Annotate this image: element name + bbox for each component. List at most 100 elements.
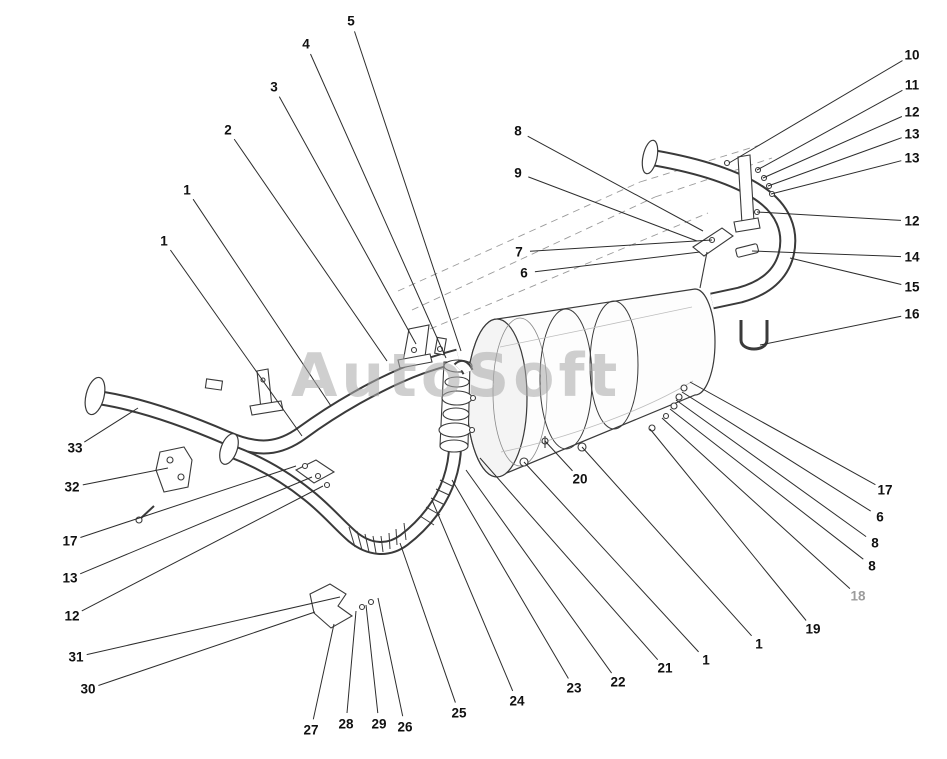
callout-label-11: 11	[904, 77, 920, 93]
nut-icon	[323, 481, 331, 489]
left-hanger-bracket	[204, 368, 284, 416]
leader-line-18	[661, 417, 851, 589]
coupling-to-muffler-stub	[453, 359, 474, 375]
callout-label-1: 1	[160, 233, 168, 249]
callout-label-12: 12	[904, 104, 920, 120]
tailpipe-bracket	[723, 154, 776, 233]
callout-label-13: 13	[62, 570, 78, 586]
leader-line-19	[649, 428, 807, 621]
leader-line-21	[479, 457, 659, 661]
tail-pipe-flare	[641, 139, 659, 175]
callout-label-7: 7	[515, 244, 523, 260]
leader-line-33	[84, 407, 139, 443]
callout-label-28: 28	[338, 716, 354, 732]
callout-label-13: 13	[904, 126, 920, 142]
u-bolt	[739, 320, 769, 351]
callout-label-12: 12	[904, 213, 920, 229]
callout-label-29: 29	[371, 716, 387, 732]
callout-label-17: 17	[877, 482, 893, 498]
callout-label-4: 4	[302, 36, 310, 52]
callout-label-8: 8	[868, 558, 876, 574]
leader-line-8	[675, 399, 867, 538]
callout-label-19: 19	[805, 621, 821, 637]
leader-line-1	[523, 461, 699, 653]
leader-line-6	[534, 251, 701, 273]
leader-line-1	[581, 446, 752, 637]
callout-label-20: 20	[572, 471, 588, 487]
callout-label-31: 31	[68, 649, 84, 665]
bolt-icon	[723, 159, 731, 167]
inlet-pipe-flare	[84, 376, 106, 416]
callout-label-6: 6	[520, 265, 528, 281]
callout-label-14: 14	[904, 249, 920, 265]
lower-support-bracket	[309, 583, 375, 629]
leader-line-27	[312, 623, 335, 720]
leader-line-2	[233, 138, 388, 362]
callout-label-21: 21	[657, 660, 673, 676]
leader-line-12	[81, 485, 324, 612]
callout-label-15: 15	[904, 279, 920, 295]
callout-label-16: 16	[904, 306, 920, 322]
clamp-bolt-icon	[468, 426, 476, 434]
leader-line-3	[278, 96, 417, 345]
leader-line-12	[756, 211, 902, 221]
callout-label-17: 17	[62, 533, 78, 549]
callout-label-6: 6	[876, 509, 884, 525]
bolt-icon	[410, 346, 418, 354]
callout-label-1: 1	[183, 182, 191, 198]
leader-line-17	[689, 381, 876, 486]
callout-label-12: 12	[64, 608, 80, 624]
bolt-icon	[367, 598, 375, 606]
callout-label-23: 23	[566, 680, 582, 696]
muffler-top-bracket	[692, 227, 734, 289]
leader-line-12	[762, 116, 903, 179]
callout-label-30: 30	[80, 681, 96, 697]
tail-pipe	[641, 139, 797, 310]
clamp-bolt-icon	[469, 394, 477, 402]
callout-label-26: 26	[397, 719, 413, 735]
leader-line-28	[346, 610, 357, 714]
leader-line-31	[86, 596, 341, 656]
inlet-flange	[135, 446, 193, 524]
leader-line-4	[310, 53, 447, 359]
callout-label-13: 13	[904, 150, 920, 166]
bolt-icon	[358, 603, 366, 611]
flex-bellows-ribs	[348, 522, 407, 554]
callout-label-32: 32	[64, 479, 80, 495]
leader-line-9	[528, 176, 698, 242]
leader-line-25	[399, 542, 456, 703]
leader-line-20	[544, 440, 573, 472]
muffler-body	[466, 288, 716, 478]
leader-line-10	[728, 60, 903, 164]
callout-label-1: 1	[755, 636, 763, 652]
callout-label-18: 18	[850, 588, 866, 604]
leader-line-7	[529, 239, 713, 252]
leader-line-26	[377, 597, 404, 717]
leader-line-5	[354, 31, 462, 352]
tailpipe-clamp	[735, 243, 760, 258]
callout-label-10: 10	[904, 47, 920, 63]
callout-label-5: 5	[347, 13, 355, 29]
callout-label-27: 27	[303, 722, 319, 738]
callout-label-9: 9	[514, 165, 522, 181]
leader-line-23	[451, 479, 569, 679]
callout-label-33: 33	[67, 440, 83, 456]
leader-line-14	[751, 250, 902, 258]
inlet-pipe	[84, 348, 460, 455]
callout-label-24: 24	[509, 693, 525, 709]
washer-icon	[314, 472, 322, 480]
leader-line-22	[465, 469, 613, 674]
front-pipe-flare	[219, 433, 239, 465]
leader-line-13	[767, 137, 902, 187]
leader-line-29	[365, 604, 379, 714]
callout-label-25: 25	[451, 705, 467, 721]
leader-line-13	[80, 476, 313, 575]
leader-line-13	[770, 160, 902, 195]
leader-line-30	[98, 611, 316, 686]
leader-lines-layer	[80, 31, 903, 720]
leader-line-24	[431, 499, 514, 692]
leader-line-1	[169, 249, 303, 437]
callout-label-22: 22	[610, 674, 626, 690]
